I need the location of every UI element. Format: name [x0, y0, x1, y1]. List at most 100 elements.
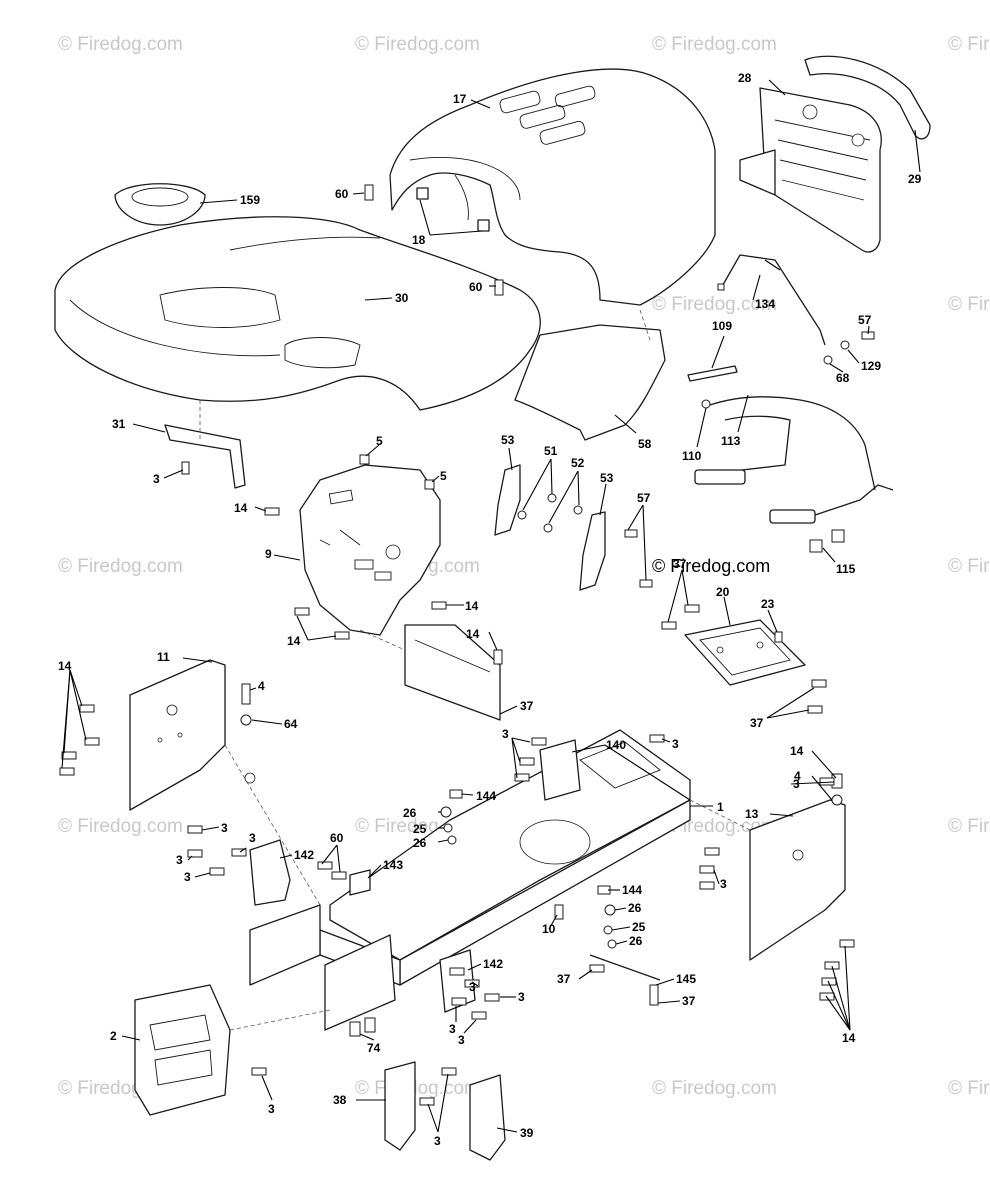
bolt	[59, 767, 75, 776]
callout-37: 37	[750, 716, 764, 730]
callout-3: 3	[469, 980, 476, 994]
grille-part-28	[739, 87, 882, 253]
rod-part-134	[719, 254, 826, 346]
callout-3: 3	[249, 831, 256, 845]
watermark: © Firedog.com	[355, 1078, 480, 1099]
bolt	[79, 704, 95, 713]
bolt	[831, 529, 845, 543]
callout-37: 14	[287, 634, 301, 648]
bolt	[61, 751, 77, 760]
leader-line	[811, 775, 833, 801]
watermark: © Firedog.com	[948, 816, 990, 837]
bolt	[839, 939, 855, 948]
leader-line	[273, 554, 301, 561]
leader-line	[463, 1019, 477, 1034]
callout-3: 3	[434, 1134, 441, 1148]
callout-3: 3	[153, 472, 160, 486]
bolt	[774, 631, 783, 643]
bolt	[554, 904, 564, 920]
bracket-part-38	[384, 1061, 416, 1151]
bolt	[639, 579, 653, 588]
nut	[349, 1021, 361, 1037]
leader-line	[844, 945, 851, 1031]
leader-line	[194, 872, 211, 878]
leader-line	[711, 335, 725, 369]
washer	[443, 823, 453, 833]
bolt	[809, 539, 823, 553]
bolt	[824, 961, 840, 970]
leader-line	[599, 483, 607, 516]
washer	[823, 355, 833, 365]
bolt	[493, 649, 503, 665]
callout-68: 68	[836, 371, 850, 385]
leader-line	[548, 914, 558, 930]
callout-17: 17	[453, 92, 467, 106]
frame-front-panel	[249, 904, 321, 986]
watermark: © Firedog.com	[652, 34, 777, 55]
washer	[543, 523, 553, 533]
leader-line	[352, 192, 365, 195]
leader-line	[437, 839, 449, 843]
callout-3: 3	[502, 727, 509, 741]
washer	[547, 493, 557, 503]
washer	[517, 510, 527, 520]
leader-line	[336, 844, 341, 873]
leader-line	[615, 940, 628, 945]
leader-line	[427, 1103, 439, 1133]
callout-20: 20	[716, 585, 730, 599]
bolt	[294, 607, 310, 616]
leader-line	[768, 79, 786, 96]
leader-line	[239, 847, 247, 853]
rod-end	[717, 283, 725, 291]
bolt	[187, 849, 203, 858]
leader-line	[69, 669, 87, 741]
washer	[604, 904, 616, 916]
callout-74: 74	[367, 1041, 381, 1055]
bolt	[514, 773, 530, 782]
callout-37: 37	[557, 972, 571, 986]
callout-3: 3	[449, 1022, 456, 1036]
leader-line	[655, 978, 675, 986]
bolt	[181, 461, 190, 475]
leader-line	[296, 615, 309, 641]
callout-60: 60	[330, 831, 344, 845]
callout-3: 3	[518, 990, 525, 1004]
leader-line	[437, 1073, 449, 1133]
leader-line	[681, 569, 689, 606]
bumper-part-29	[804, 55, 931, 140]
cup-part-159	[114, 183, 206, 226]
callout-109: 109	[712, 319, 732, 333]
callout-26: 26	[628, 901, 642, 915]
bolt	[661, 621, 677, 630]
callout-60: 60	[469, 280, 483, 294]
callout-143: 143	[383, 858, 403, 872]
callout-4: 4	[794, 769, 801, 783]
leader-line	[737, 394, 749, 433]
bolt	[241, 683, 251, 705]
bolt	[317, 861, 333, 870]
leader-line	[496, 1127, 518, 1133]
callout-3: 3	[268, 1102, 275, 1116]
bolt	[519, 757, 535, 766]
leader-line	[199, 199, 238, 204]
bolt	[819, 777, 835, 786]
callout-2: 2	[110, 1029, 117, 1043]
bolt	[331, 871, 347, 880]
callout-11: 11	[157, 650, 170, 664]
callout-5: 5	[440, 469, 447, 483]
mount-part-142	[249, 839, 291, 906]
callout-29: 29	[908, 172, 922, 186]
callout-129: 129	[861, 359, 881, 373]
callout-53: 53	[600, 471, 614, 485]
bolt	[84, 737, 100, 746]
callout-3: 3	[176, 853, 183, 867]
leader-line	[254, 506, 267, 512]
leader-line	[307, 635, 337, 641]
leader-line	[867, 325, 870, 335]
leader-line	[550, 458, 553, 495]
callout-14: 14	[466, 627, 480, 641]
bolt	[187, 825, 203, 834]
callout-31: 31	[112, 417, 126, 431]
bolt	[699, 881, 715, 890]
leader-line	[713, 869, 720, 885]
